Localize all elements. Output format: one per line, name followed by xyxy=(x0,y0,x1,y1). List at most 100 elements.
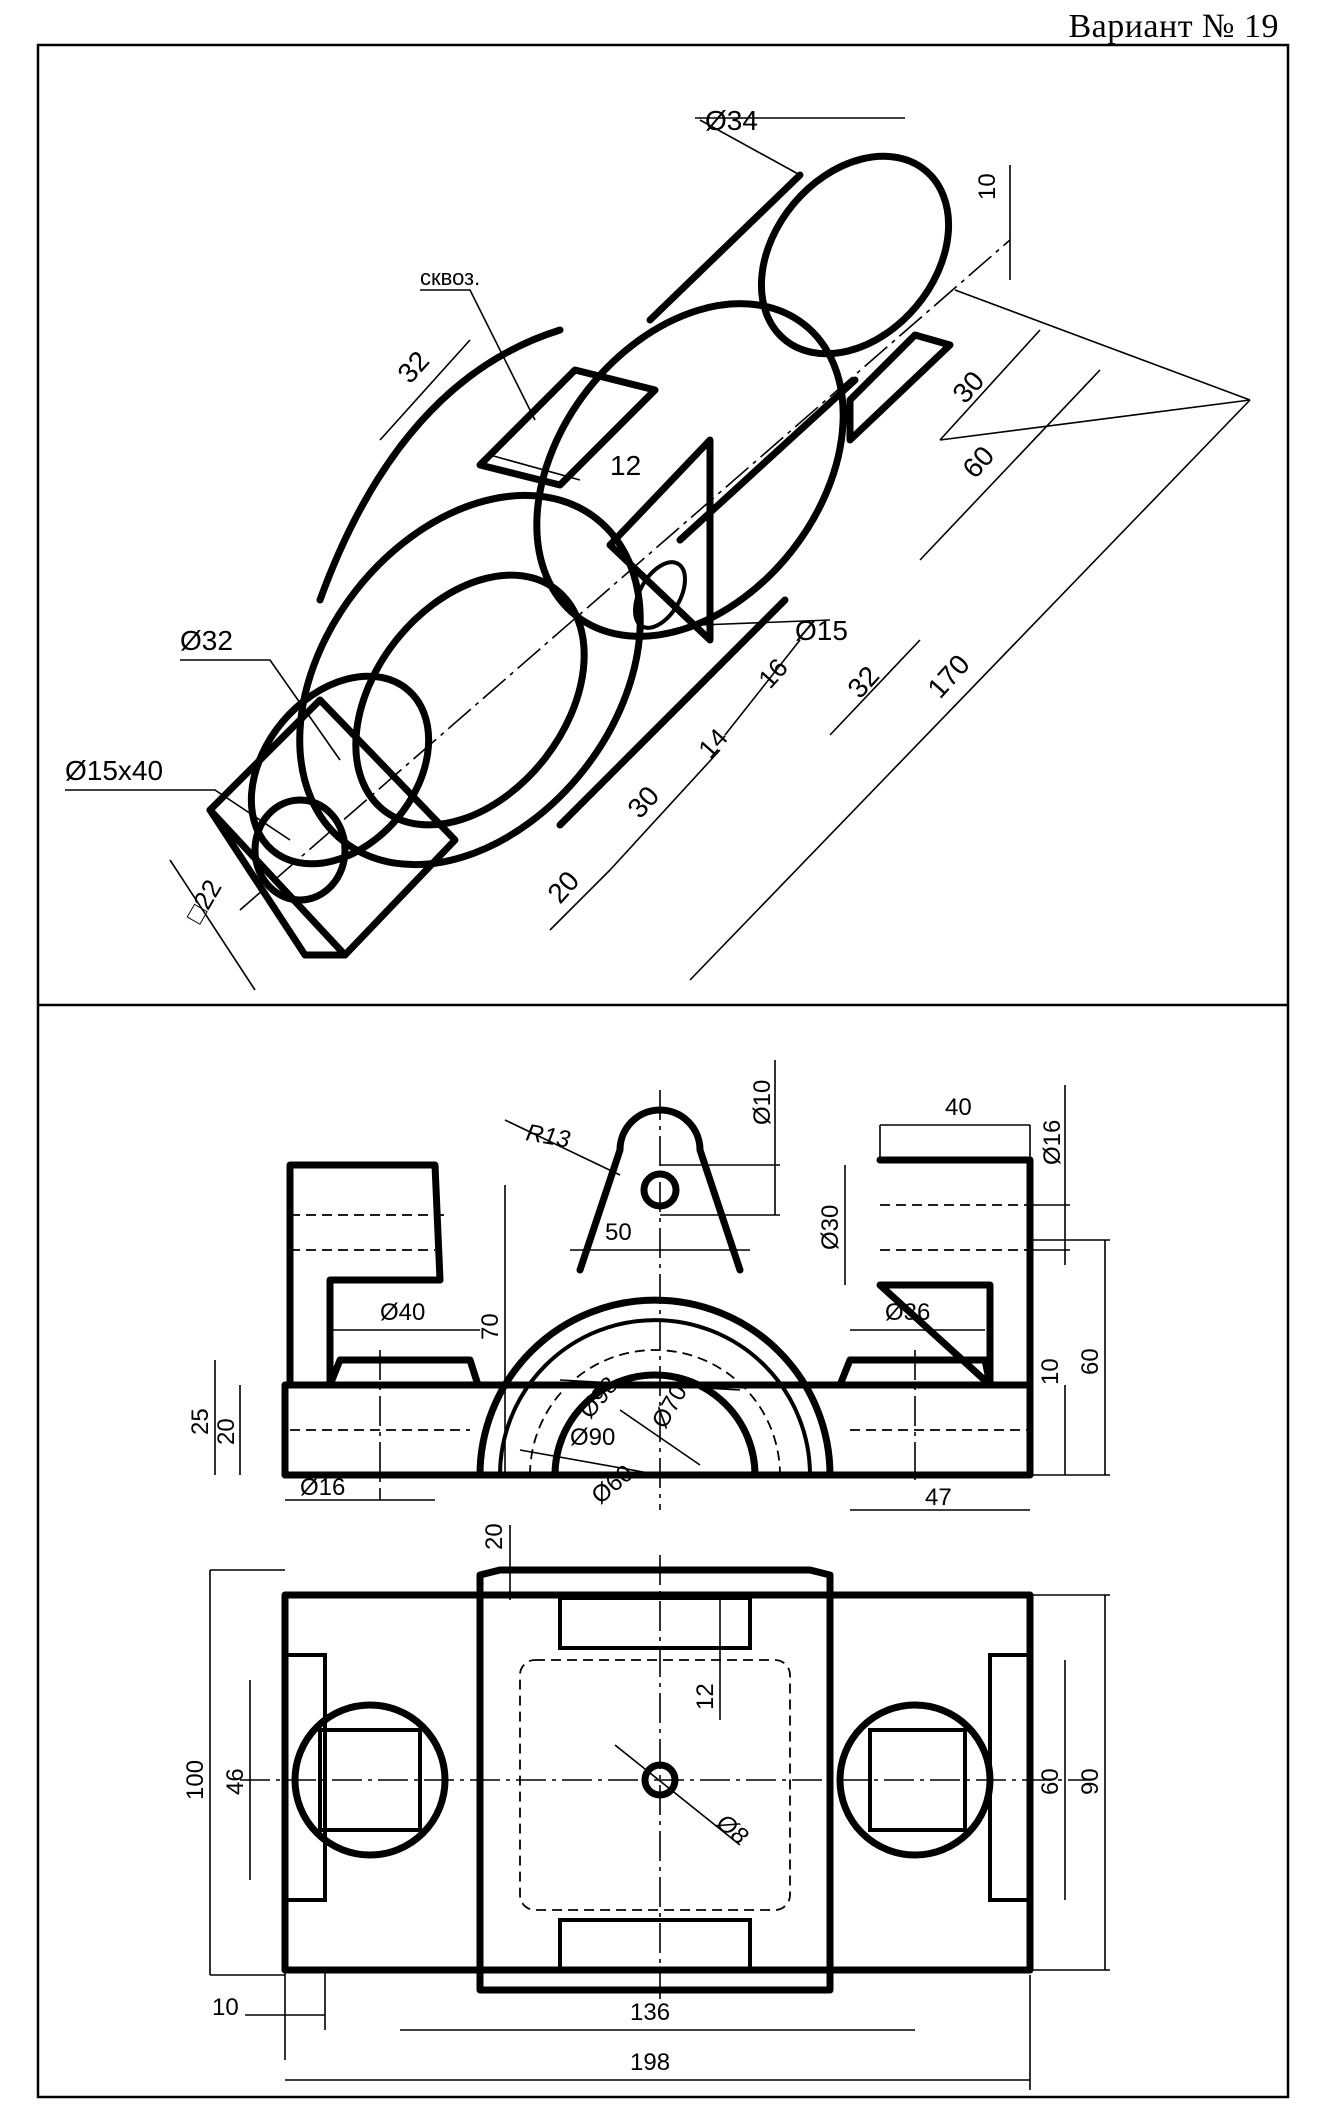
iso-main-cylinder-edges xyxy=(316,326,789,829)
iso-label-20: 20 xyxy=(541,865,585,909)
iso-label-30: 30 xyxy=(946,365,990,409)
iso-square-end xyxy=(206,696,459,959)
front-right-tower xyxy=(876,1156,1034,1389)
front-left-boss xyxy=(326,1356,482,1389)
iso-dim-14-30-20 xyxy=(549,749,721,931)
front-arch-mid xyxy=(498,1318,812,1476)
iso-dim-16-32 xyxy=(724,639,921,736)
iso-dim-d32-leader xyxy=(180,659,341,761)
front-label-25: 25 xyxy=(187,1408,214,1435)
iso-label-10: 10 xyxy=(974,173,1001,200)
iso-label-d15: Ø15 xyxy=(795,615,848,646)
top-label-d8: Ø8 xyxy=(710,1808,753,1850)
iso-dim-30 xyxy=(939,329,1041,441)
front-label-10: 10 xyxy=(1037,1358,1064,1385)
top-hidden-rect xyxy=(519,1659,791,1911)
top-left-lug xyxy=(283,1653,327,1902)
top-label-10: 10 xyxy=(212,1994,239,2021)
front-40-dim xyxy=(879,1124,1031,1160)
isometric-view: Ø34 сквоз. Ø32 Ø15x40 □22 Ø15 10 30 60 3… xyxy=(65,105,1251,991)
front-R13-leader xyxy=(504,1119,621,1176)
top-label-20: 20 xyxy=(481,1523,508,1550)
top-100-dim xyxy=(209,1569,285,1976)
front-arch-inner xyxy=(551,1371,759,1479)
top-label-60: 60 xyxy=(1037,1768,1064,1795)
iso-end-cylinder-edges xyxy=(646,171,859,544)
front-label-d16bot: Ø16 xyxy=(300,1474,345,1501)
iso-label-16: 16 xyxy=(752,652,794,694)
iso-dim-d15x40-leader xyxy=(65,789,291,841)
iso-through-slot xyxy=(476,366,659,489)
iso-dim-32-top xyxy=(379,339,471,441)
sheet-frame xyxy=(36,43,1290,2099)
top-198-dim xyxy=(285,1975,1031,2090)
iso-dim-60 xyxy=(919,369,1101,561)
top-outline xyxy=(281,1591,1034,1974)
top-view: 20 12 100 46 Ø8 60 90 10 136 198 xyxy=(182,1523,1110,2090)
front-label-R13: R13 xyxy=(524,1119,573,1153)
iso-label-32a: 32 xyxy=(391,345,435,389)
top-left-square xyxy=(318,1728,422,1832)
iso-flange-inner xyxy=(352,571,588,829)
front-label-20: 20 xyxy=(213,1418,240,1445)
top-slot-upper xyxy=(558,1596,752,1650)
front-label-d10: Ø10 xyxy=(749,1080,776,1125)
iso-dim-d15-leader xyxy=(699,619,831,626)
front-label-d16top: Ø16 xyxy=(1039,1120,1066,1165)
front-hidden-lines xyxy=(290,1204,1030,1431)
iso-label-sq22: □22 xyxy=(179,874,227,928)
front-label-50: 50 xyxy=(605,1219,632,1246)
top-center-body xyxy=(476,1566,834,1994)
front-25-20-dims xyxy=(214,1360,241,1475)
iso-dim-right-ext xyxy=(939,165,1251,441)
top-label-12: 12 xyxy=(692,1683,719,1710)
iso-through-leader xyxy=(420,289,536,421)
front-arch-hidden xyxy=(529,1349,781,1476)
iso-dim-d34-leader xyxy=(699,119,801,176)
top-slot-lower xyxy=(558,1918,752,1972)
iso-end-hole xyxy=(251,796,349,904)
top-right-square xyxy=(868,1728,967,1832)
front-label-d30: Ø30 xyxy=(817,1205,844,1250)
front-label-60: 60 xyxy=(1077,1348,1104,1375)
iso-hole-d15 xyxy=(633,560,687,630)
top-right-lug xyxy=(988,1653,1032,1902)
front-label-d90: Ø90 xyxy=(570,1424,615,1451)
front-d10-dim xyxy=(660,1060,780,1216)
iso-label-12: 12 xyxy=(610,450,641,481)
iso-small-shaft-face xyxy=(247,672,433,868)
front-label-d36: Ø36 xyxy=(885,1299,930,1326)
iso-label-14: 14 xyxy=(692,722,734,764)
front-label-40: 40 xyxy=(945,1094,972,1121)
top-label-198: 198 xyxy=(630,2049,670,2076)
iso-label-d15x40: Ø15x40 xyxy=(65,755,163,786)
front-right-boss xyxy=(836,1356,994,1389)
iso-square-side xyxy=(206,806,349,959)
front-60-dim xyxy=(1030,1239,1110,1476)
front-left-tower xyxy=(286,1161,444,1389)
front-diam-leaders xyxy=(519,1379,741,1476)
iso-end-cylinder-face xyxy=(757,152,953,358)
top-90-dim xyxy=(1030,1594,1110,1971)
top-10-dim xyxy=(245,1970,326,2060)
front-arch-outer xyxy=(476,1296,834,1479)
iso-dim-sq22 xyxy=(169,859,256,991)
iso-dim-12 xyxy=(489,454,581,481)
iso-label-d32: Ø32 xyxy=(180,625,233,656)
front-label-d60: Ø60 xyxy=(587,1460,639,1510)
top-label-46: 46 xyxy=(222,1768,249,1795)
iso-label-through: сквоз. xyxy=(420,265,480,290)
iso-label-60: 60 xyxy=(956,440,1000,484)
iso-label-32b: 32 xyxy=(841,660,885,704)
iso-side-cut xyxy=(606,436,714,644)
front-d16-dim xyxy=(1030,1085,1070,1265)
iso-axis xyxy=(239,239,1011,911)
iso-label-170: 170 xyxy=(921,649,975,704)
iso-label-d34: Ø34 xyxy=(705,105,758,136)
top-d8-leader xyxy=(614,1744,741,1846)
front-label-70: 70 xyxy=(477,1313,504,1340)
iso-dim-170 xyxy=(689,399,1251,981)
front-label-47: 47 xyxy=(925,1484,952,1511)
